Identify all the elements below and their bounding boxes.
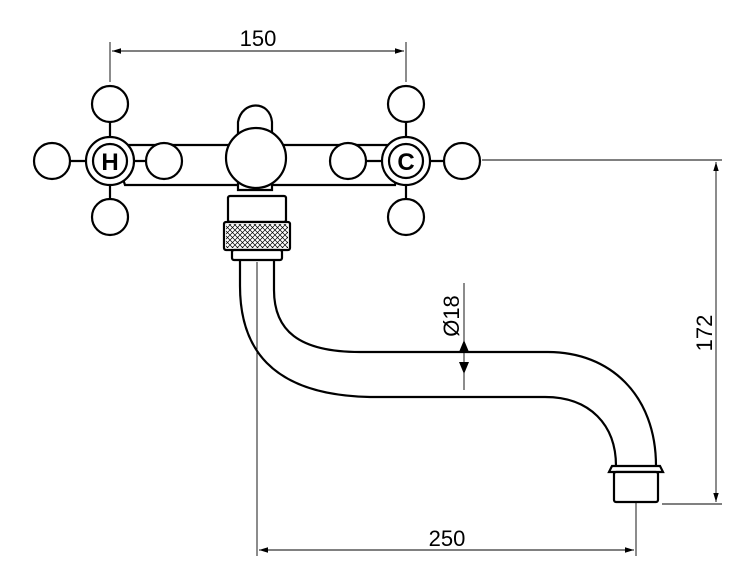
hot-handle: H [32, 84, 184, 237]
cold-handle-knob-bottom [386, 197, 426, 237]
dimension-150-label: 150 [240, 26, 277, 51]
cold-handle-knob-right [442, 141, 482, 181]
dimension-172-label: 172 [692, 315, 717, 352]
spout-coupling [222, 194, 292, 262]
hot-handle-knob-right [144, 141, 184, 181]
dimension-height: 172 [482, 159, 722, 505]
dimension-pipe-diameter: Ø18 [439, 283, 469, 390]
dimension-diameter-label: Ø18 [439, 295, 464, 337]
spout [238, 256, 665, 504]
cold-handle: C [328, 84, 482, 237]
hot-handle-knob-left [32, 141, 72, 181]
hot-handle-knob-bottom [90, 197, 130, 237]
cold-label: C [397, 149, 414, 176]
cold-handle-knob-left [328, 141, 368, 181]
dimension-spout-reach: 250 [256, 262, 637, 556]
hot-handle-knob-top [90, 84, 130, 124]
cold-handle-knob-top [386, 84, 426, 124]
dimension-handle-spacing: 150 [109, 26, 407, 82]
hot-label: H [101, 149, 118, 176]
dimension-250-label: 250 [429, 526, 466, 551]
